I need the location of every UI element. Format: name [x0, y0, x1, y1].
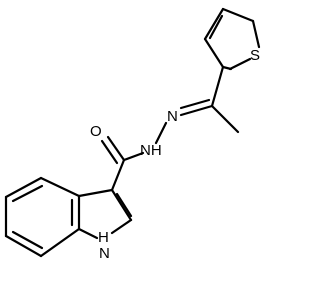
- bond: [203, 7, 225, 41]
- bond: [77, 227, 99, 240]
- bond: [210, 104, 240, 134]
- atom-label-imine-n: N: [167, 108, 178, 125]
- molecule-drawing: O NH N S H N: [4, 7, 261, 262]
- bond: [228, 57, 252, 71]
- bond: [210, 65, 225, 108]
- bond: [100, 139, 119, 165]
- bond: [251, 19, 261, 49]
- bond: [39, 227, 81, 258]
- atom-label-indole-h: H: [98, 229, 109, 246]
- bond: [179, 98, 211, 110]
- bond: [11, 230, 44, 250]
- atom-label-hydrazide-nh: NH: [140, 142, 162, 159]
- bond: [208, 14, 224, 40]
- atom-label-indole-n: N: [99, 245, 110, 262]
- bond: [77, 188, 114, 198]
- bond: [203, 37, 225, 69]
- atom-label-carbonyl-oxygen: O: [90, 123, 102, 140]
- structure-diagram: O NH N S H N: [4, 7, 261, 262]
- bond: [115, 192, 133, 218]
- bond: [39, 176, 81, 198]
- indole-benzene-ring: [4, 176, 81, 258]
- bond: [110, 188, 133, 222]
- carbonyl-group: [100, 135, 126, 192]
- indole-pyrrole-ring: [77, 188, 133, 240]
- bond: [4, 234, 43, 258]
- bond: [154, 121, 168, 145]
- bond: [110, 158, 126, 192]
- bond: [179, 104, 214, 117]
- bond: [221, 7, 255, 23]
- bond: [106, 135, 126, 162]
- bond: [4, 176, 43, 199]
- thiophene-ring: [203, 7, 261, 71]
- bond: [110, 218, 133, 235]
- atom-label-thiophene-s: S: [250, 47, 260, 64]
- bond: [11, 184, 44, 203]
- bond: [221, 65, 233, 71]
- bond: [122, 151, 145, 162]
- hydrazone-linker: [122, 65, 240, 162]
